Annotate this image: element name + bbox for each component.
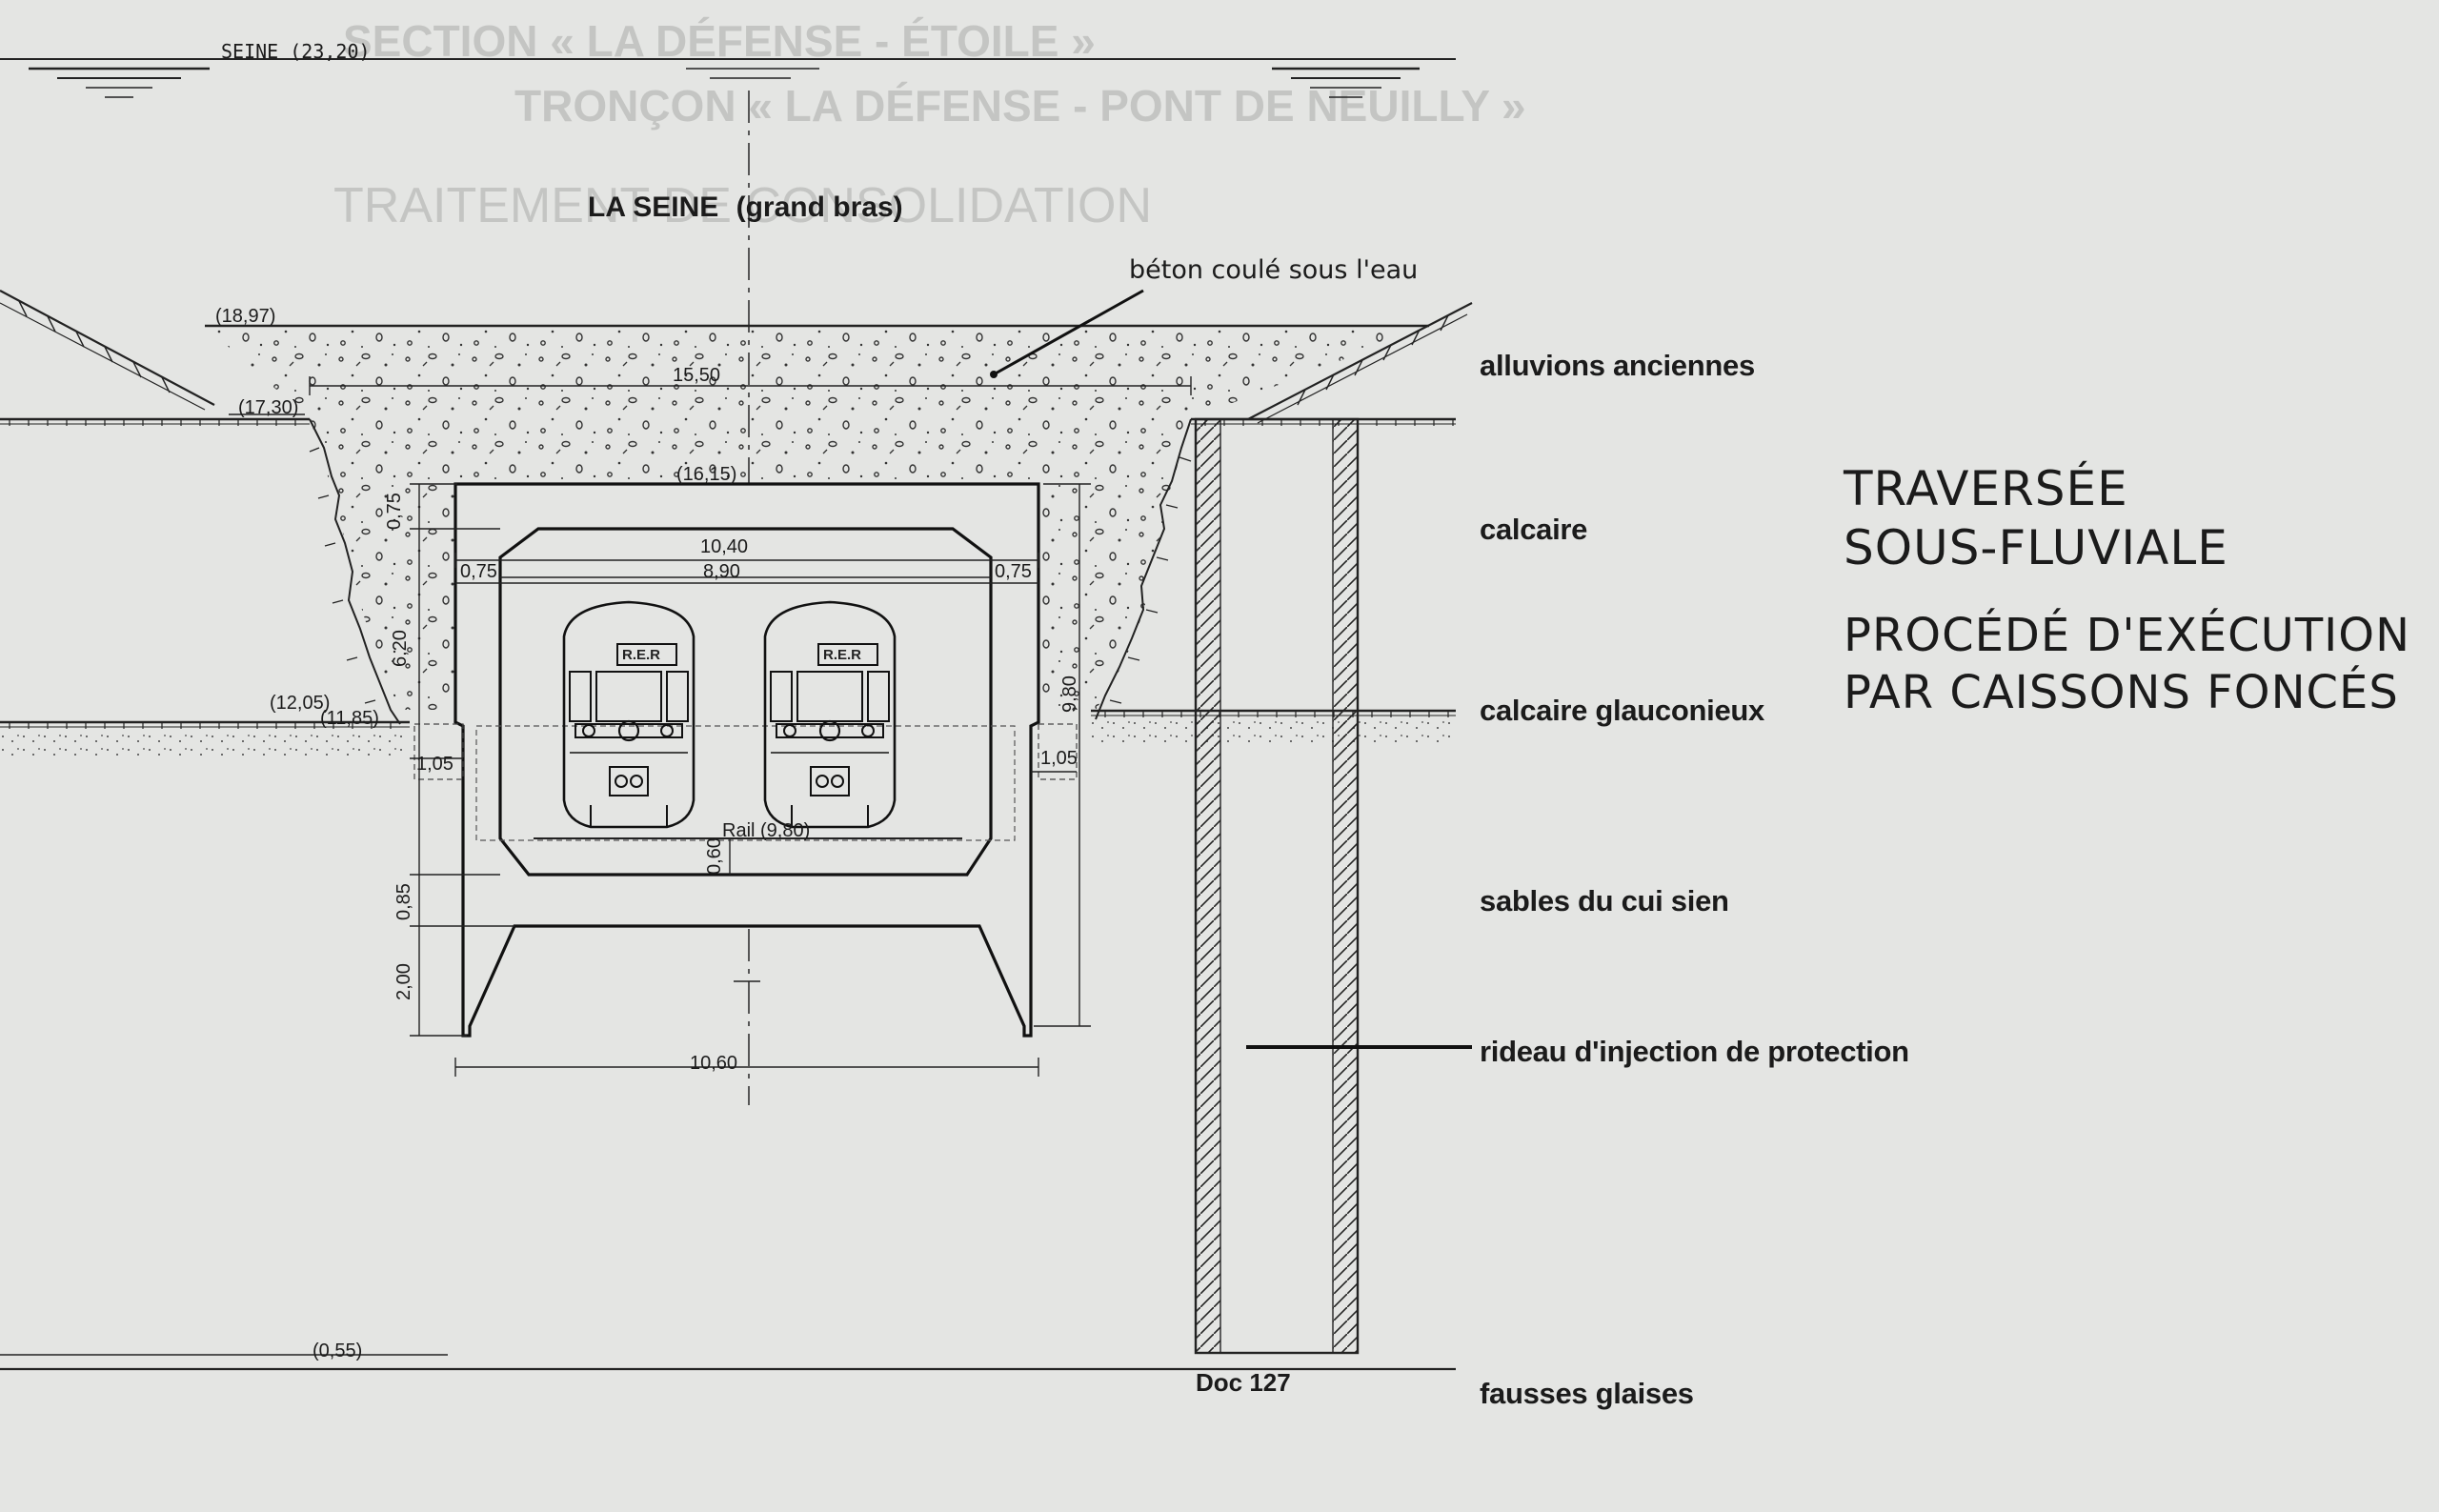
- dim-riverbed-level: (18,97): [215, 306, 276, 327]
- water-surface: [0, 58, 1456, 98]
- dim-inner-height: 6,20: [390, 630, 411, 667]
- injection-curtain-hatch-right: [1332, 418, 1359, 1354]
- excavation-wall-left: [309, 418, 401, 725]
- title-line-2: SOUS-FLUVIALE: [1844, 520, 2228, 575]
- excavation-ticks: [309, 447, 1192, 704]
- train-right: [763, 600, 897, 829]
- layer-alluvions: alluvions anciennes: [1480, 349, 1755, 382]
- caisson-inner-chamber: [498, 527, 993, 877]
- dim-bank-level: (17,30): [238, 397, 299, 418]
- train-badge-right: R.E.R: [823, 647, 862, 663]
- caisson-base-left: [413, 723, 464, 780]
- train-clearance-box: [475, 725, 1016, 841]
- train-left: [562, 600, 695, 829]
- river-title-paren: (grand bras): [736, 192, 903, 223]
- concrete-leader: [993, 289, 1144, 376]
- title-line-3: PROCÉDÉ D'EXÉCUTION: [1844, 609, 2410, 662]
- bleed-through-text: SECTION « LA DÉFENSE - ÉTOILE »: [343, 16, 1096, 66]
- concrete-fill: [205, 326, 1429, 710]
- layer-glauconieux: calcaire glauconieux: [1480, 694, 1764, 727]
- dim-left-level-upper: (12,05): [270, 693, 331, 714]
- dim-wall-right: 0,75: [995, 561, 1032, 582]
- injection-curtain-hatch-left: [1195, 418, 1221, 1354]
- dim-bottom-level: (0,55): [312, 1341, 363, 1361]
- river-title: LA SEINE (grand bras): [588, 193, 903, 222]
- dimension-lines: [0, 376, 1192, 1356]
- dim-base-right: 1,05: [1040, 748, 1078, 769]
- riverbed-slopes: [0, 290, 1473, 424]
- river-title-bold: LA SEINE: [588, 192, 719, 223]
- layer-sables: sables du cui sien: [1480, 884, 1729, 917]
- dim-caisson-top-level: (16,15): [676, 464, 737, 485]
- dim-skirt-height: 2,00: [393, 963, 414, 1000]
- sand-band-left: [0, 730, 410, 758]
- title-line-4: PAR CAISSONS FONCÉS: [1844, 666, 2399, 719]
- ground-lines: [0, 417, 1456, 1371]
- dim-top-slab: 0,75: [384, 493, 405, 530]
- dim-base-width: 10,60: [690, 1053, 738, 1074]
- dim-total-height: 9,80: [1059, 675, 1080, 713]
- layer-rideau: rideau d'injection de protection: [1480, 1035, 1909, 1068]
- concrete-label: béton coulé sous l'eau: [1129, 255, 1419, 285]
- dim-left-level-lower: (11,85): [320, 708, 379, 729]
- dim-rail-offset: 0,60: [704, 837, 725, 875]
- bleed-through-text: TRAITEMENT DE CONSOLIDATION: [333, 178, 1153, 233]
- river-level-label: SEINE (23,20): [221, 42, 371, 61]
- dim-wall-left: 0,75: [460, 561, 497, 582]
- river-name: SEINE: [221, 40, 279, 63]
- dim-outer-width: 10,40: [700, 536, 749, 557]
- slope-ticks: [18, 300, 1449, 406]
- river-level: (23,20): [290, 40, 371, 63]
- dim-trench-width: 15,50: [673, 365, 721, 386]
- bleed-through-text: TRONÇON « LA DÉFENSE - PONT DE NEUILLY »: [514, 81, 1526, 131]
- train-badge-left: R.E.R: [622, 647, 661, 663]
- excavation-wall-right: [1095, 418, 1192, 720]
- caisson-base-right: [1038, 723, 1078, 780]
- sand-band-right: [1091, 718, 1456, 747]
- dim-skirt-top: 0,85: [393, 883, 414, 920]
- dim-inner-width: 8,90: [703, 561, 740, 582]
- layer-calcaire: calcaire: [1480, 513, 1588, 546]
- dim-base-left: 1,05: [416, 754, 454, 775]
- doc-reference: Doc 127: [1196, 1368, 1291, 1397]
- layer-glaises: fausses glaises: [1480, 1377, 1694, 1410]
- concrete-leader-dot: [990, 371, 998, 378]
- title-line-1: TRAVERSÉE: [1844, 461, 2128, 516]
- dim-rail: Rail (9,80): [722, 820, 811, 841]
